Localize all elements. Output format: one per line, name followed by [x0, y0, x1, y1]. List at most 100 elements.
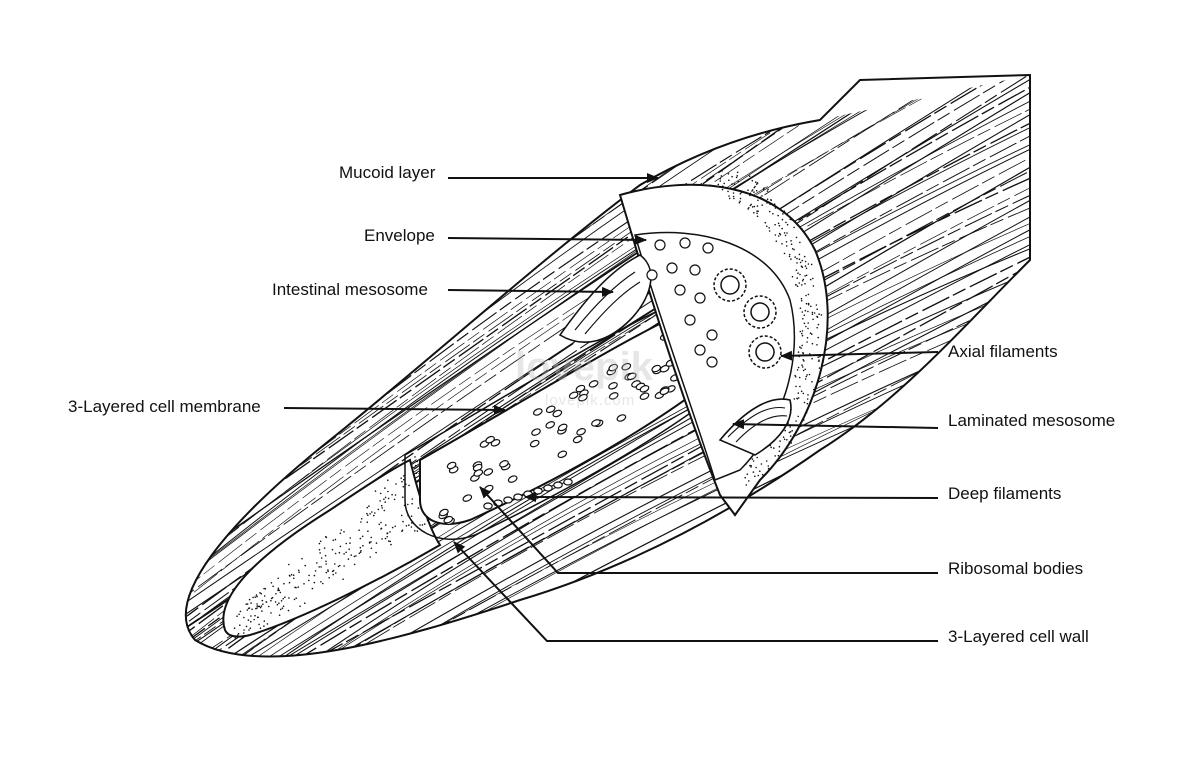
stipple-dot: [299, 605, 301, 608]
stipple-dot: [280, 600, 283, 602]
fiber-strand: [185, 310, 1030, 657]
stipple-dot: [799, 330, 802, 333]
stipple-dot: [353, 555, 356, 558]
stipple-dot: [800, 390, 803, 393]
stipple-dot: [417, 507, 420, 509]
stipple-dot: [331, 548, 334, 551]
stipple-dot: [249, 627, 252, 629]
label-laminated-mesosome: Laminated mesosome: [948, 411, 1116, 430]
stipple-dot: [248, 629, 250, 631]
stipple-dot: [819, 355, 821, 358]
stipple-dot: [735, 176, 738, 179]
stipple-dot: [414, 464, 417, 467]
stipple-dot: [719, 177, 722, 180]
stipple-dot: [288, 581, 291, 584]
stipple-dot: [802, 318, 804, 320]
stipple-dot: [788, 255, 791, 258]
stipple-dot: [737, 180, 740, 183]
ribosomal-body: [485, 435, 495, 444]
stipple-dot: [264, 588, 267, 590]
stipple-dot: [754, 181, 757, 183]
stipple-dot: [380, 521, 382, 524]
envelope-vesicles: [646, 237, 718, 368]
stipple-dot: [278, 589, 281, 592]
ribosomal-body: [532, 408, 543, 416]
stipple-dot: [797, 272, 799, 275]
stipple-dot: [355, 555, 357, 557]
stipple-dot: [768, 227, 770, 229]
stipple-dot: [402, 478, 405, 481]
stipple-dot: [793, 248, 795, 251]
stipple-dot: [327, 569, 329, 571]
stipple-dot: [778, 224, 781, 227]
stipple-dot: [245, 603, 248, 605]
stipple-dot: [263, 620, 266, 622]
stipple-dot: [750, 203, 752, 206]
stipple-dot: [799, 261, 802, 264]
stipple-dot: [796, 277, 798, 279]
ribosomal-body: [552, 409, 563, 418]
stipple-dot: [801, 334, 804, 337]
ribosomal-body: [439, 508, 449, 517]
stipple-dot: [802, 419, 805, 421]
stipple-dot: [319, 540, 322, 543]
tip-stipple: [233, 456, 429, 639]
stipple-dot: [301, 557, 303, 560]
ribosomal-body: [545, 405, 556, 414]
stipple-dot: [782, 436, 785, 439]
stipple-dot: [375, 551, 377, 554]
stipple-dot: [798, 253, 801, 256]
envelope-vesicle: [689, 264, 701, 276]
stipple-dot: [411, 498, 414, 500]
stipple-dot: [383, 509, 386, 512]
stipple-dot: [811, 313, 814, 316]
stipple-dot: [791, 275, 794, 278]
stipple-dot: [384, 496, 387, 499]
stipple-dot: [303, 583, 305, 585]
stipple-dot: [777, 222, 780, 225]
stipple-dot: [728, 179, 730, 182]
stipple-dot: [391, 493, 393, 496]
stipple-dot: [811, 311, 814, 314]
stipple-dot: [756, 205, 759, 207]
stipple-dot: [414, 530, 416, 532]
stipple-dot: [282, 597, 285, 600]
stipple-dot: [373, 514, 375, 517]
stipple-dot: [254, 596, 256, 598]
stipple-dot: [756, 215, 759, 218]
stipple-dot: [736, 171, 739, 174]
stipple-dot: [359, 551, 362, 553]
stipple-dot: [236, 634, 239, 636]
stipple-dot: [335, 572, 337, 574]
stipple-dot: [413, 466, 415, 469]
stipple-dot: [812, 388, 815, 391]
stipple-dot: [774, 455, 776, 457]
stipple-dot: [806, 398, 809, 400]
stipple-dot: [751, 206, 754, 208]
stipple-dot: [304, 602, 306, 604]
stipple-dot: [731, 175, 733, 178]
stipple-dot: [367, 514, 369, 517]
fiber-strand: [185, 75, 1030, 575]
stipple-dot: [803, 360, 805, 362]
stipple-dot: [337, 565, 340, 568]
leader-deep-filaments: [524, 492, 939, 503]
stipple-dot: [233, 627, 236, 629]
fiber-strand: [185, 152, 1030, 657]
stipple-dot: [313, 574, 316, 577]
ribosomal-body: [608, 382, 618, 390]
fiber-strand: [185, 75, 1030, 569]
label-intestinal-mesosome: Intestinal mesosome: [272, 280, 428, 299]
stipple-dot: [717, 183, 720, 186]
stipple-dot: [781, 243, 783, 245]
stipple-dot: [752, 471, 755, 473]
stipple-dot: [790, 243, 793, 245]
stipple-dot: [794, 256, 796, 258]
axial-filament-circles: [713, 268, 782, 369]
ribosomal-body: [651, 364, 662, 373]
stipple-dot: [805, 411, 808, 414]
stipple-dot: [263, 625, 265, 627]
stipple-dot: [379, 500, 381, 502]
stipple-dot: [782, 213, 784, 215]
stipple-dot: [810, 333, 813, 335]
